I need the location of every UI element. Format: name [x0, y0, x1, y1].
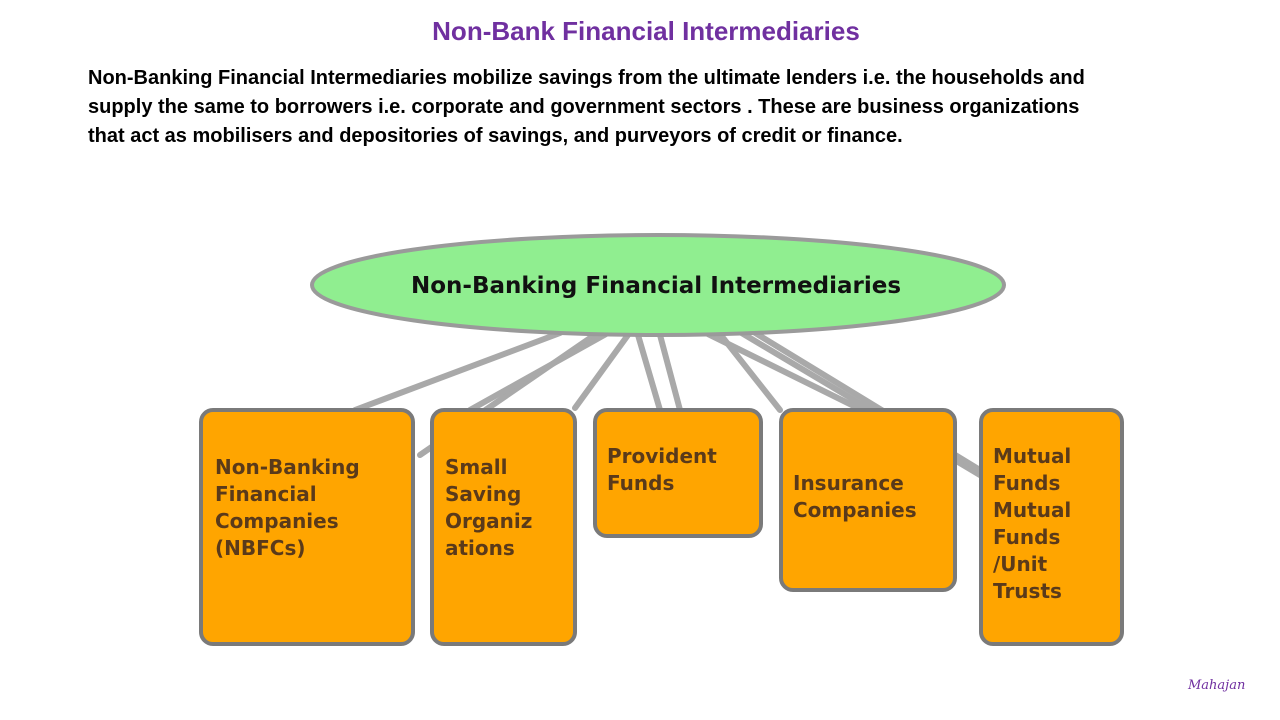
box-label-line: Companies [793, 498, 917, 522]
box-label-line: Mutual [993, 498, 1071, 522]
box-label-line: Small [445, 455, 507, 479]
root-node: Non-Banking Financial Intermediaries [310, 233, 1006, 337]
box-label-line: Companies [215, 509, 339, 533]
connector-line [352, 330, 563, 413]
connector-line [467, 331, 609, 413]
author-credit: Mahajan [1188, 678, 1246, 693]
box-shape [430, 408, 577, 646]
box-label-line: (NBFCs) [215, 536, 306, 560]
box-shape [593, 408, 763, 538]
box-shape [199, 408, 415, 646]
box-label-line: /Unit [993, 552, 1048, 576]
box-label-line: Financial [215, 482, 317, 506]
connector-line [717, 331, 783, 413]
box-label-line: Funds [993, 471, 1060, 495]
box-shape [779, 408, 957, 592]
intro-line: Non-Banking Financial Intermediaries mob… [88, 67, 1085, 89]
root-ellipse [310, 233, 1006, 337]
box-label-line: Trusts [993, 579, 1062, 603]
box-label-line: Organiz [445, 509, 532, 533]
root-label: Non-Banking Financial Intermediaries [411, 273, 901, 299]
box-label-line: Funds [607, 471, 674, 495]
slide-title: Non-Bank Financial Intermediaries [432, 16, 860, 46]
box-label-line: ations [445, 536, 515, 560]
box-label-line: Saving [445, 482, 521, 506]
box-label-line: Provident [607, 444, 717, 468]
connector-group [352, 328, 988, 481]
intro-line: supply the same to borrowers i.e. corpor… [88, 96, 1080, 118]
connector-line [572, 332, 631, 411]
intro-paragraph: Non-Banking Financial Intermediaries mob… [88, 64, 1268, 151]
box-label-line: Non-Banking [215, 455, 360, 479]
box-label-line: Insurance [793, 471, 904, 495]
box-shape [979, 408, 1124, 646]
connector-line [657, 332, 683, 413]
connector-line [635, 332, 663, 413]
intro-line: that act as mobilisers and depositories … [88, 125, 903, 147]
box-label-line: Funds [993, 525, 1060, 549]
box-label-line: Mutual [993, 444, 1071, 468]
